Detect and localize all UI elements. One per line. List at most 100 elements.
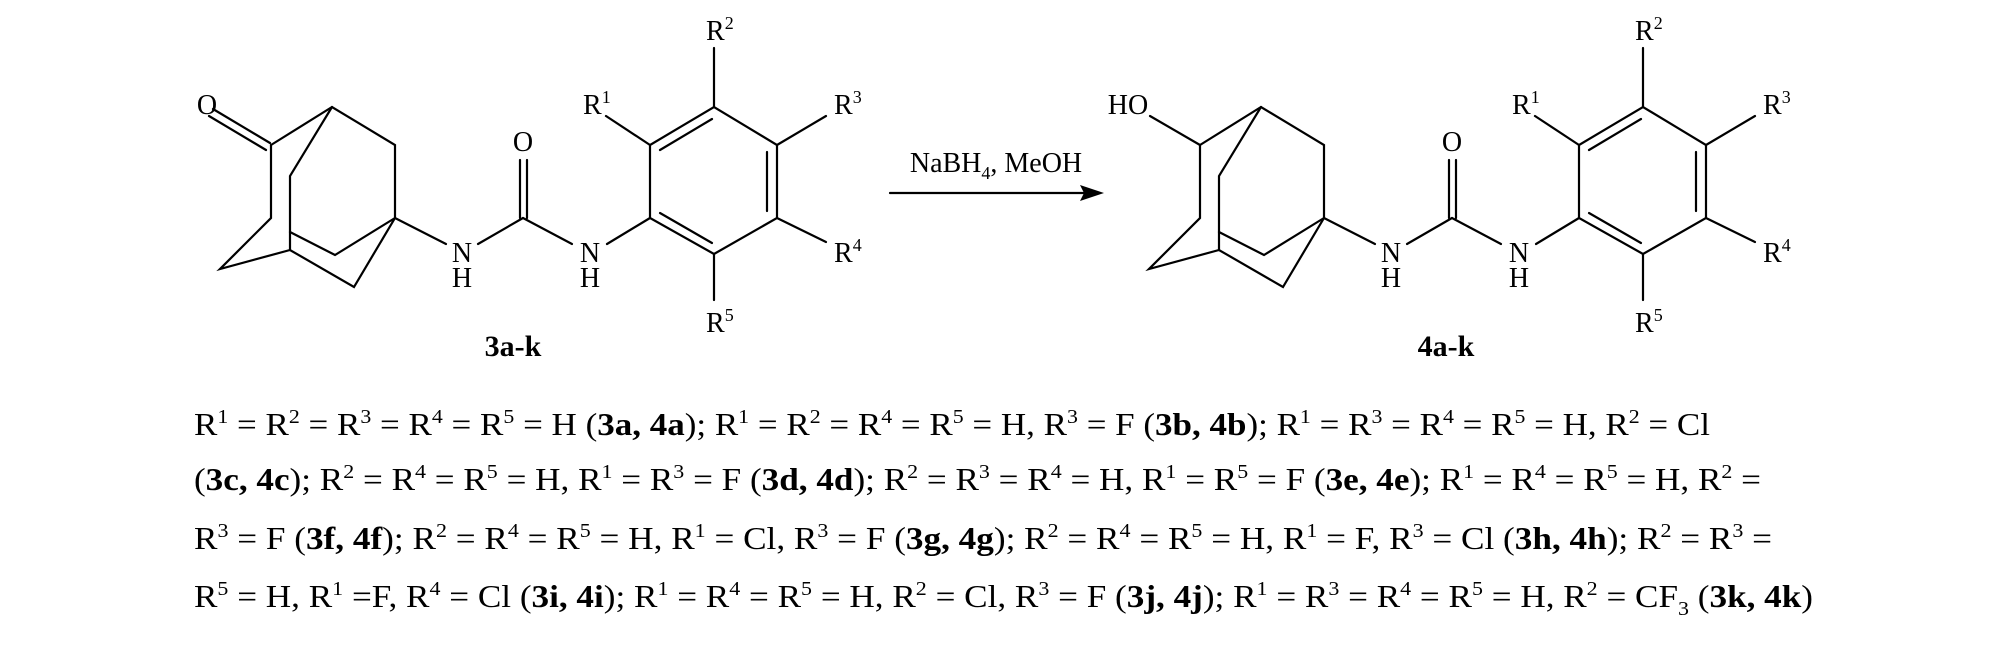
caption-text: = R — [740, 578, 802, 614]
caption-text: = H, R — [591, 520, 696, 556]
superscript: 3 — [217, 520, 228, 542]
superscript: 3 — [1067, 406, 1078, 428]
caption-text: = H, R — [1062, 461, 1166, 497]
caption-text: = R — [426, 461, 488, 497]
superscript: 5 — [1237, 461, 1248, 483]
substituent-r1-label: R1 — [583, 87, 611, 121]
caption-text: = R — [371, 406, 432, 442]
superscript: 3 — [1732, 520, 1743, 542]
caption-text: = H, R — [1483, 578, 1587, 614]
superscript: 4 — [415, 461, 426, 483]
r-letter: R — [834, 238, 853, 269]
superscript: 2 — [1587, 578, 1598, 600]
superscript: 2 — [343, 461, 354, 483]
caption-text: ) — [1801, 578, 1813, 614]
superscript: 5 — [801, 578, 812, 600]
superscript: 3 — [1413, 520, 1424, 542]
compound-ref: 3f, 4f — [306, 520, 383, 556]
r-superscript: 5 — [725, 305, 734, 325]
reactant-structure: O O N H N H R1 R2 R3 R4 R5 3a-k — [197, 13, 862, 363]
superscript: 1 — [1306, 520, 1317, 542]
substituent-r3-label: R3 — [834, 87, 862, 121]
caption-text: = R — [443, 406, 504, 442]
caption-text: = R — [1411, 578, 1473, 614]
compound-ref: 3b, 4b — [1155, 406, 1246, 442]
caption-text: = F ( — [1078, 406, 1155, 442]
caption-text: = R — [1059, 520, 1121, 556]
r-superscript: 2 — [725, 13, 734, 33]
caption-text: ); R — [1409, 461, 1463, 497]
superscript: 5 — [1472, 578, 1483, 600]
caption-text: = R — [228, 406, 289, 442]
superscript: 5 — [1191, 520, 1202, 542]
caption-text: = H, R — [964, 406, 1068, 442]
superscript: 4 — [1120, 520, 1131, 542]
reagent-subscript: 4 — [981, 163, 990, 183]
r-superscript: 4 — [1782, 235, 1791, 255]
superscript: 1 — [695, 520, 706, 542]
superscript: 1 — [332, 578, 343, 600]
superscript: 2 — [1048, 520, 1059, 542]
superscript: 2 — [1721, 461, 1732, 483]
r-letter: R — [1512, 90, 1531, 121]
nh-h-label: H — [580, 263, 600, 294]
caption-text: = H ( — [514, 406, 597, 442]
caption-text: = R — [354, 461, 416, 497]
caption-text: = F ( — [1248, 461, 1325, 497]
r-letter: R — [834, 90, 853, 121]
r-superscript: 1 — [602, 87, 611, 107]
compound-label-3a-k: 3a-k — [485, 330, 542, 363]
caption-text: = F ( — [228, 520, 306, 556]
caption-text: = R — [447, 520, 509, 556]
superscript: 5 — [487, 461, 498, 483]
superscript: 1 — [1300, 406, 1311, 428]
reagent-rest: , MeOH — [990, 148, 1082, 179]
nh-n-label: N — [580, 238, 600, 269]
superscript: 3 — [817, 520, 828, 542]
superscript: 3 — [1038, 578, 1049, 600]
caption-text: = H, R — [1525, 406, 1629, 442]
superscript: 3 — [360, 406, 371, 428]
compound-ref: 3i, 4i — [532, 578, 604, 614]
caption-text: R — [194, 406, 218, 442]
compound-ref: 3h, 4h — [1515, 520, 1607, 556]
caption-text: = R — [892, 406, 953, 442]
nh-n-label: N — [1509, 238, 1529, 269]
r-letter: R — [706, 16, 725, 47]
compound-ref: 3d, 4d — [762, 461, 854, 497]
substituent-r4-label: R4 — [1763, 235, 1791, 269]
r-letter: R — [1763, 238, 1782, 269]
r-letter: R — [583, 90, 602, 121]
reaction-arrow: NaBH4, MeOH — [888, 148, 1104, 201]
caption-text: = R — [668, 578, 730, 614]
superscript: 1 — [1463, 461, 1474, 483]
caption-text: ); R — [685, 406, 739, 442]
nh-h-label: H — [1381, 263, 1401, 294]
compound-label-4a-k: 4a-k — [1418, 330, 1475, 363]
caption-text: ( — [194, 461, 206, 497]
superscript: 3 — [1328, 578, 1339, 600]
caption-text: = R — [519, 520, 581, 556]
adamantanone-bonds — [207, 46, 828, 302]
r-superscript: 2 — [1654, 13, 1663, 33]
product-structure: HO O N H N H R1 R2 R3 R4 R5 4a-k — [1108, 13, 1791, 363]
nh-n-label: N — [1381, 238, 1401, 269]
superscript: 4 — [881, 406, 892, 428]
substituent-r5-label: R5 — [1635, 305, 1663, 339]
caption-text: = H, R — [812, 578, 916, 614]
r-superscript: 4 — [853, 235, 862, 255]
ketone-oxygen-label: O — [197, 90, 217, 121]
hydroxyl-label: HO — [1108, 90, 1148, 121]
superscript: 4 — [1535, 461, 1546, 483]
caption-text: = F ( — [1049, 578, 1126, 614]
superscript: 4 — [432, 406, 443, 428]
compound-ref: 3j, 4j — [1127, 578, 1203, 614]
caption-text: = Cl — [1640, 406, 1710, 442]
arrow-head-icon — [1080, 185, 1104, 201]
superscript: 1 — [602, 461, 613, 483]
substituent-r3-label: R3 — [1763, 87, 1791, 121]
r-letter: R — [706, 308, 725, 339]
superscript: 2 — [289, 406, 300, 428]
